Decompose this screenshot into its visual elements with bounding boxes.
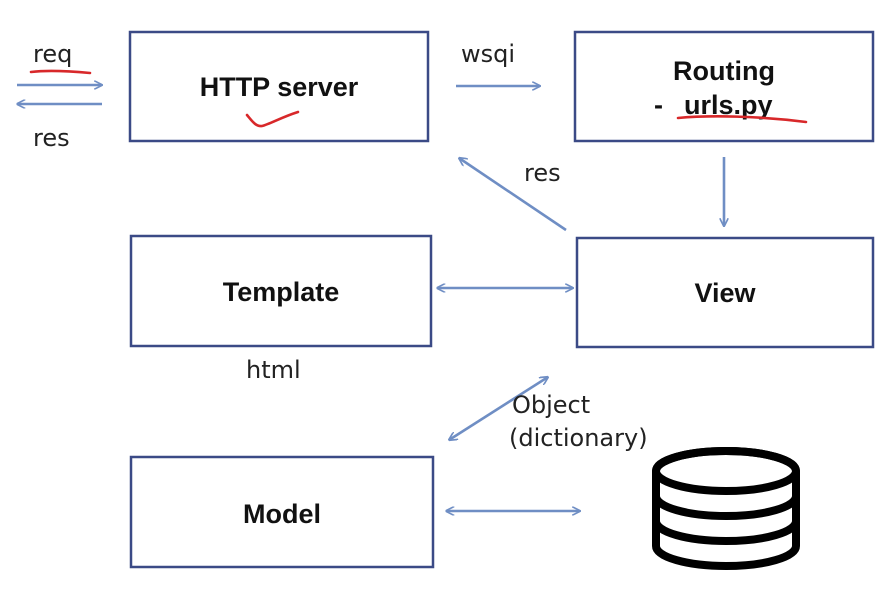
model-title: Model [243,499,321,529]
dictionary-label: (dictionary) [509,424,648,452]
template-node: Template [129,234,433,348]
urls-underline [676,115,808,124]
req-label: req [33,40,72,68]
model-node: Model [129,455,435,569]
http-server-checkmark [245,110,300,128]
http-server-title: HTTP server [200,72,359,102]
routing-subtitle: urls.py [684,90,773,120]
routing-subtitle-prefix: - [654,90,663,120]
req-underline [29,69,92,75]
routing-title: Routing [673,56,775,86]
template-title: Template [223,277,340,307]
res-label: res [33,124,70,152]
view-res-label: res [524,159,561,187]
model-view-arrow [449,377,548,440]
wsqi-label: wsqi [461,40,515,68]
view-node: View [575,236,875,349]
http-server-node: HTTP server [128,30,430,143]
routing-box [573,30,875,143]
view-to-http-res-arrow [459,158,567,232]
object-label: Object [512,391,590,419]
view-title: View [694,278,756,308]
view-box [575,236,875,349]
template-box [129,234,433,348]
routing-node: Routing - urls.py [573,30,875,143]
http-server-box [128,30,430,143]
database-icon [652,447,800,570]
html-label: html [246,356,301,384]
model-box [129,455,435,569]
